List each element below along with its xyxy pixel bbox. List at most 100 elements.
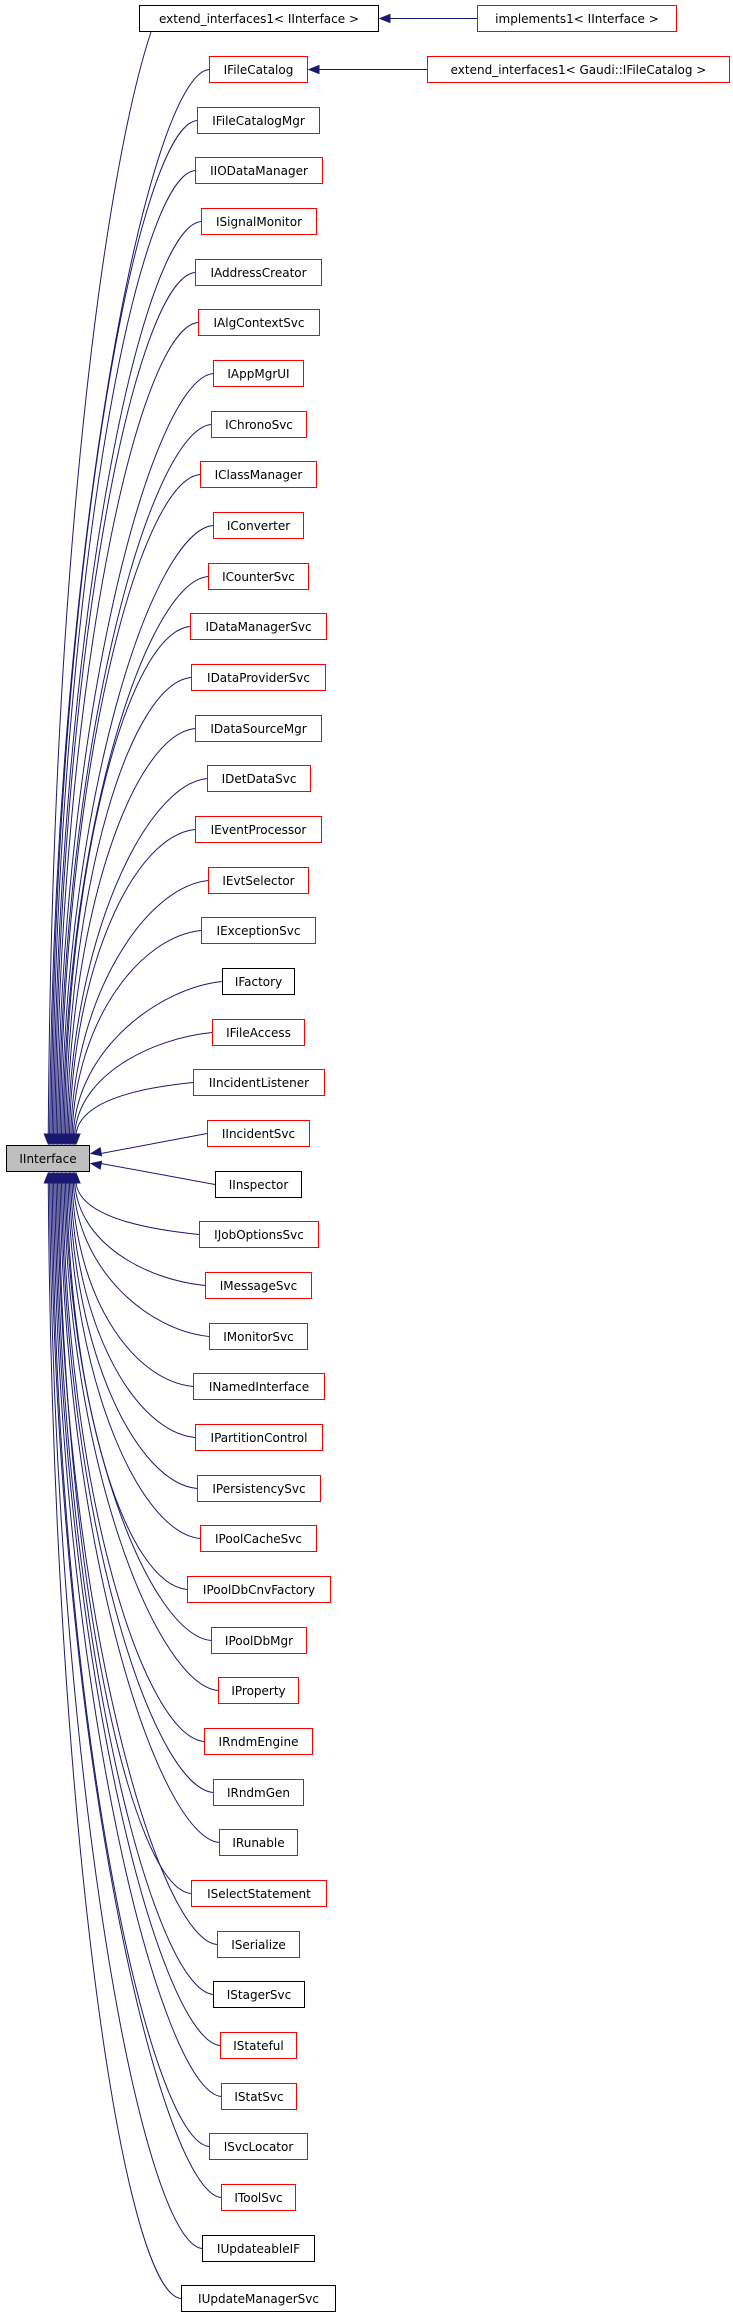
inheritance-edge <box>51 170 196 1135</box>
node-iconverter[interactable]: IConverter <box>213 512 304 539</box>
inheritance-edge <box>59 1182 220 1843</box>
inheritance-edge <box>74 1182 206 1286</box>
inheritance-edge <box>75 1082 194 1135</box>
node-inamedinterface[interactable]: INamedInterface <box>193 1373 325 1400</box>
inheritance-edge <box>66 728 196 1135</box>
node-ipooldbmgr[interactable]: IPoolDbMgr <box>211 1627 307 1654</box>
node-icountersvc[interactable]: ICounterSvc <box>208 563 309 590</box>
node-ifilecatalog[interactable]: IFileCatalog <box>209 56 308 83</box>
node-iinspector: IInspector <box>215 1171 302 1198</box>
node-istagersvc: IStagerSvc <box>213 1981 305 2008</box>
node-implements1-iinterface[interactable]: implements1< IInterface > <box>477 5 677 32</box>
node-isvclocator[interactable]: ISvcLocator <box>209 2133 308 2160</box>
inheritance-edge <box>60 525 214 1135</box>
node-idataprovidersvc[interactable]: IDataProviderSvc <box>191 664 326 691</box>
inheritance-edge <box>62 1182 205 1742</box>
arrowhead-icon <box>378 13 391 24</box>
inheritance-edge <box>70 1182 196 1438</box>
inheritance-edge <box>55 1182 214 1995</box>
node-ifactory: IFactory <box>222 968 295 995</box>
node-extend-interfaces1-gaudi-ifilecatalog[interactable]: extend_interfaces1< Gaudi::IFileCatalog … <box>427 56 730 83</box>
inheritance-edge <box>63 626 191 1135</box>
node-ijoboptionssvc[interactable]: IJobOptionsSvc <box>199 1221 319 1248</box>
node-ipersistencysvc[interactable]: IPersistencySvc <box>197 1475 321 1502</box>
inheritance-edge <box>53 221 202 1135</box>
arrowhead-icon <box>89 1160 103 1170</box>
node-ialgcontextsvc[interactable]: IAlgContextSvc <box>198 309 320 336</box>
node-ifilecatalogmgr[interactable]: IFileCatalogMgr <box>197 107 320 134</box>
inheritance-edge <box>47 1182 182 2299</box>
node-ipoolcachesvc[interactable]: IPoolCacheSvc <box>200 1525 317 1552</box>
inheritance-edge <box>54 1182 221 2046</box>
arrowhead-icon <box>71 1133 81 1146</box>
node-iiodatamanager[interactable]: IIODataManager <box>195 157 323 184</box>
arrowhead-icon <box>43 1171 53 1184</box>
inheritance-edge <box>67 778 208 1135</box>
inheritance-edge <box>51 1182 210 2147</box>
node-idatamanagersvc[interactable]: IDataManagerSvc <box>190 613 327 640</box>
node-idatasourcemgr[interactable]: IDataSourceMgr <box>195 715 322 742</box>
inheritance-edge <box>49 69 210 1135</box>
arrowhead-icon <box>307 64 320 75</box>
node-imonitorsvc[interactable]: IMonitorSvc <box>209 1323 308 1350</box>
node-iupdatemanagersvc: IUpdateManagerSvc <box>181 2285 336 2312</box>
node-istatsvc[interactable]: IStatSvc <box>221 2083 297 2110</box>
inheritance-edge <box>68 1182 198 1489</box>
node-ipooldbcnvfactory[interactable]: IPoolDbCnvFactory <box>187 1576 331 1603</box>
node-iexceptionsvc[interactable]: IExceptionSvc <box>201 917 316 944</box>
inheritance-edge <box>57 373 214 1135</box>
node-iaddresscreator[interactable]: IAddressCreator <box>195 259 322 286</box>
inheritance-edge <box>68 829 196 1135</box>
inheritance-edge <box>64 677 192 1135</box>
node-iupdateableif: IUpdateableIF <box>202 2235 315 2262</box>
node-ichronosvc[interactable]: IChronoSvc <box>211 411 307 438</box>
node-iclassmanager[interactable]: IClassManager <box>200 461 317 488</box>
inheritance-edge <box>56 1182 218 1945</box>
inheritance-edge <box>49 1182 203 2249</box>
inheritance-edge <box>64 1182 212 1641</box>
node-isignalmonitor[interactable]: ISignalMonitor <box>201 208 317 235</box>
inheritance-edge <box>100 1133 208 1154</box>
node-iincidentlistener[interactable]: IIncidentListener <box>193 1069 325 1096</box>
inheritance-edge <box>67 1182 201 1539</box>
node-ifileaccess[interactable]: IFileAccess <box>212 1019 305 1046</box>
inheritance-edge <box>60 1182 214 1793</box>
node-extend-interfaces1-iinterface: extend_interfaces1< IInterface > <box>139 5 379 32</box>
node-iproperty[interactable]: IProperty <box>218 1677 299 1704</box>
inheritance-edge <box>72 1182 210 1337</box>
node-ievtselector[interactable]: IEvtSelector <box>208 867 309 894</box>
node-ieventprocessor[interactable]: IEventProcessor <box>195 816 322 843</box>
node-iincidentsvc[interactable]: IIncidentSvc <box>207 1120 310 1147</box>
node-idetdatasvc[interactable]: IDetDataSvc <box>207 765 311 792</box>
node-iappmgrui[interactable]: IAppMgrUI <box>213 360 304 387</box>
node-imessagesvc[interactable]: IMessageSvc <box>205 1272 312 1299</box>
inheritance-edge <box>72 981 223 1135</box>
node-irunable[interactable]: IRunable <box>219 1829 298 1856</box>
inheritance-edge <box>74 1032 213 1135</box>
inheritance-edge <box>66 1182 188 1590</box>
inheritance-edge <box>53 1182 222 2097</box>
node-irndmgen[interactable]: IRndmGen <box>213 1779 304 1806</box>
inheritance-edge <box>50 1182 222 2198</box>
inheritance-edge <box>55 322 199 1135</box>
inheritance-edge <box>54 272 196 1135</box>
inheritance-edge <box>70 880 209 1135</box>
node-itoolsvc[interactable]: IToolSvc <box>221 2184 296 2211</box>
node-istateful[interactable]: IStateful <box>220 2032 297 2059</box>
inheritance-edge <box>71 930 202 1135</box>
arrowhead-icon <box>89 1147 103 1157</box>
inheritance-edge <box>100 1163 216 1185</box>
inheritance-edge <box>62 576 209 1135</box>
node-iserialize[interactable]: ISerialize <box>217 1931 300 1958</box>
inheritance-edge <box>47 31 152 1135</box>
inheritance-edge <box>59 474 201 1135</box>
inheritance-edge <box>50 120 198 1135</box>
node-iselectstatement[interactable]: ISelectStatement <box>191 1880 327 1907</box>
inheritance-edge <box>63 1182 219 1691</box>
inheritance-edge <box>58 1182 192 1894</box>
node-iinterface-root: IInterface <box>6 1145 90 1172</box>
node-ipartitioncontrol[interactable]: IPartitionControl <box>195 1424 323 1451</box>
node-irndmengine[interactable]: IRndmEngine <box>204 1728 313 1755</box>
